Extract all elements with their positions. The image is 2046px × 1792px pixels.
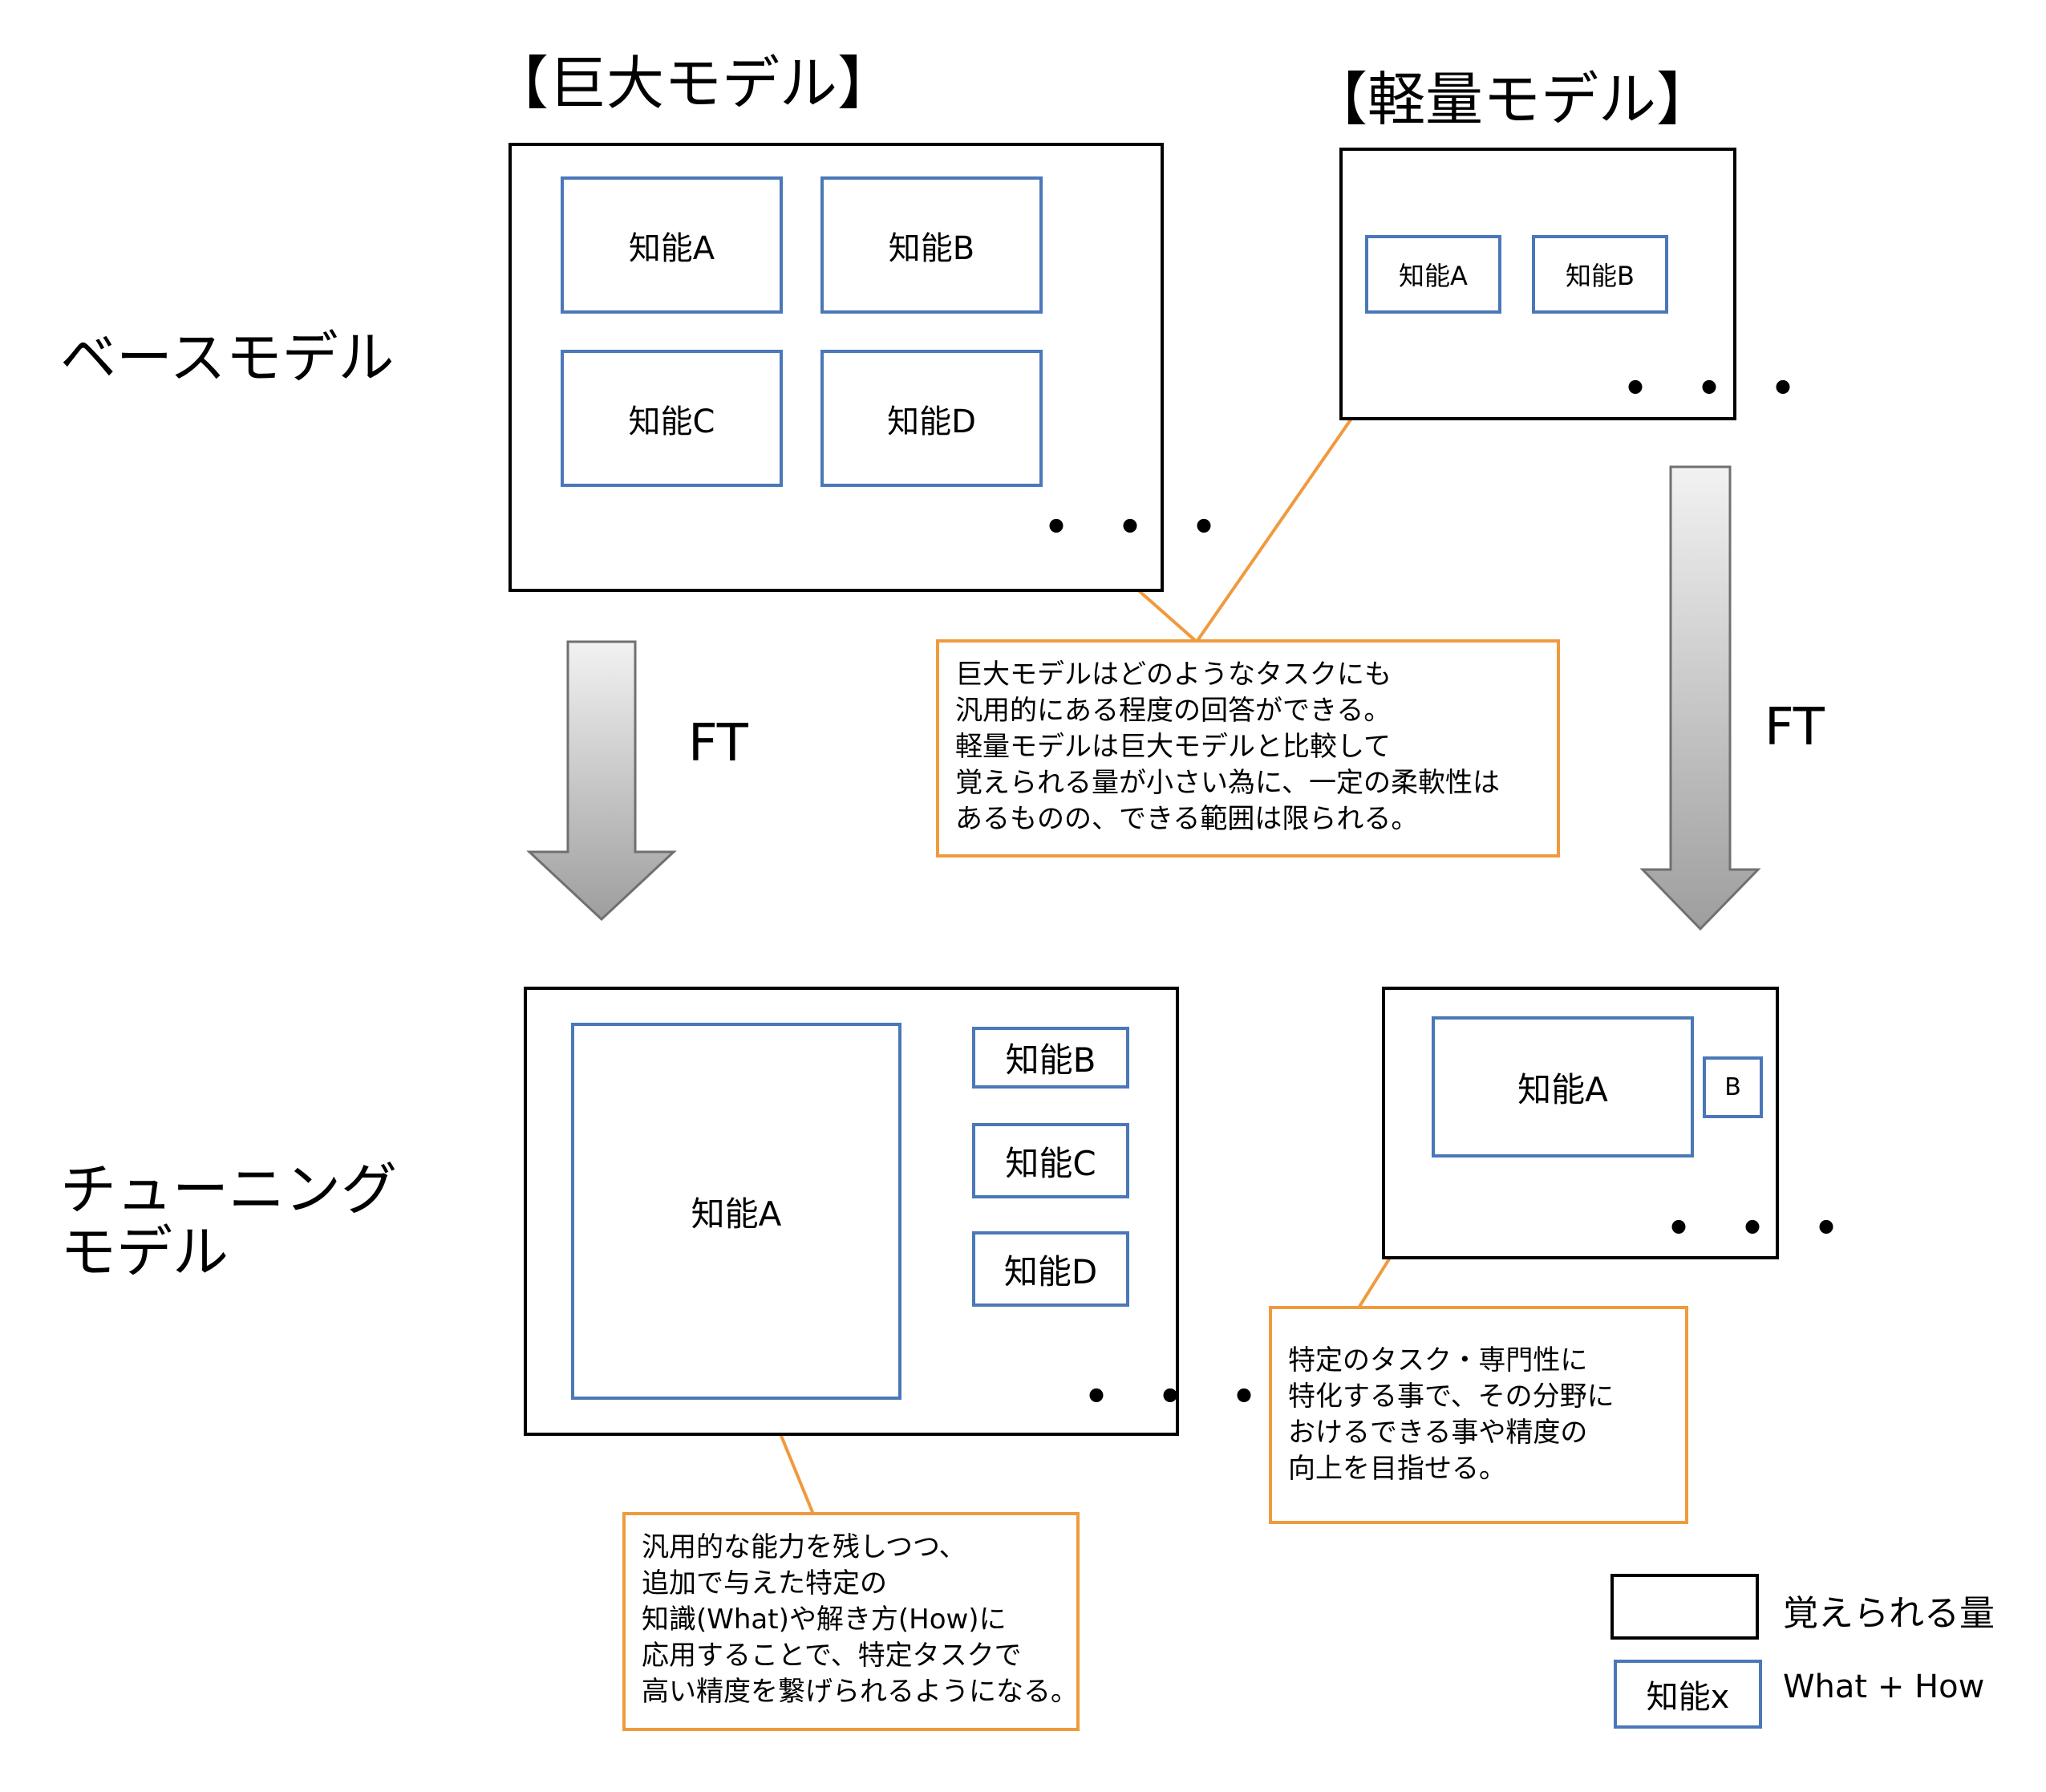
callout-compare-line: 巨大モデルはどのようなタスクにも — [955, 659, 1392, 691]
large-base-skill-a: 知能A — [561, 176, 783, 314]
callout-compare: 巨大モデルはどのようなタスクにも 汎用的にある程度の回答ができる。 軽量モデルは… — [936, 639, 1560, 857]
ft-arrow-right — [1639, 465, 1761, 931]
callout-light-tuned-line: 向上を目指せる。 — [1288, 1453, 1506, 1485]
large-tuned-ellipsis: ・・・ — [1068, 1364, 1290, 1430]
callout-large-tuned-line: 応用することで、特定タスクで — [642, 1640, 1022, 1672]
callout-connector-compare-right — [1195, 394, 1369, 643]
row-label-tuned-model-line2: モデル — [60, 1219, 229, 1285]
large-tuned-skill-d: 知能D — [972, 1231, 1129, 1307]
callout-light-tuned-line: 特定のタスク・専門性に — [1288, 1344, 1588, 1376]
heading-large-model: 【巨大モデル】 — [491, 50, 896, 117]
callout-light-tuned-line: おけるできる事や精度の — [1288, 1417, 1588, 1449]
large-base-skill-b: 知能B — [820, 176, 1043, 314]
heading-light-model: 【軽量モデル】 — [1310, 66, 1715, 133]
light-base-ellipsis: ・・・ — [1607, 356, 1829, 422]
callout-light-tuned: 特定のタスク・専門性に 特化する事で、その分野に おけるできる事や精度の 向上を… — [1269, 1306, 1688, 1524]
legend-memory-label: 覚えられる量 — [1783, 1593, 1995, 1634]
light-base-skill-b: 知能B — [1532, 235, 1668, 314]
large-tuned-skill-b: 知能B — [972, 1027, 1129, 1089]
legend-memory-box — [1610, 1574, 1759, 1640]
callout-compare-line: 覚えられる量が小さい為に、一定の柔軟性は — [955, 767, 1500, 799]
legend-skill-label: What + How — [1783, 1668, 1985, 1705]
ft-label-right: FT — [1764, 698, 1825, 757]
row-label-tuned-model-line1: チューニング — [60, 1157, 397, 1222]
callout-compare-line: 軽量モデルは巨大モデルと比較して — [955, 731, 1391, 763]
callout-large-tuned-line: 高い精度を繋げられるようになる。 — [642, 1676, 1078, 1708]
light-base-skill-a: 知能A — [1365, 235, 1501, 314]
callout-large-tuned: 汎用的な能力を残しつつ、 追加で与えた特定の 知識(What)や解き方(How)… — [622, 1512, 1080, 1731]
light-tuned-skill-main: 知能A — [1432, 1016, 1694, 1158]
callout-compare-line: あるものの、できる範囲は限られる。 — [955, 803, 1419, 835]
large-base-ellipsis: ・・・ — [1028, 495, 1250, 561]
legend-skill-box: 知能x — [1614, 1660, 1762, 1729]
large-base-skill-c: 知能C — [561, 350, 783, 487]
row-label-base-model: ベースモデル — [60, 325, 395, 391]
ft-label-left: FT — [688, 714, 748, 773]
callout-light-tuned-line: 特化する事で、その分野に — [1288, 1380, 1615, 1413]
callout-large-tuned-line: 知識(What)や解き方(How)に — [642, 1603, 1007, 1636]
callout-large-tuned-line: 追加で与えた特定の — [642, 1567, 887, 1599]
large-tuned-skill-c: 知能C — [972, 1123, 1129, 1198]
callout-compare-line: 汎用的にある程度の回答ができる。 — [955, 695, 1392, 727]
large-base-skill-d: 知能D — [820, 350, 1043, 487]
light-tuned-skill-b: B — [1703, 1056, 1763, 1118]
large-tuned-skill-main: 知能A — [571, 1023, 901, 1400]
ft-arrow-left — [526, 640, 677, 922]
light-tuned-ellipsis: ・・・ — [1651, 1196, 1872, 1262]
callout-large-tuned-line: 汎用的な能力を残しつつ、 — [642, 1531, 966, 1563]
